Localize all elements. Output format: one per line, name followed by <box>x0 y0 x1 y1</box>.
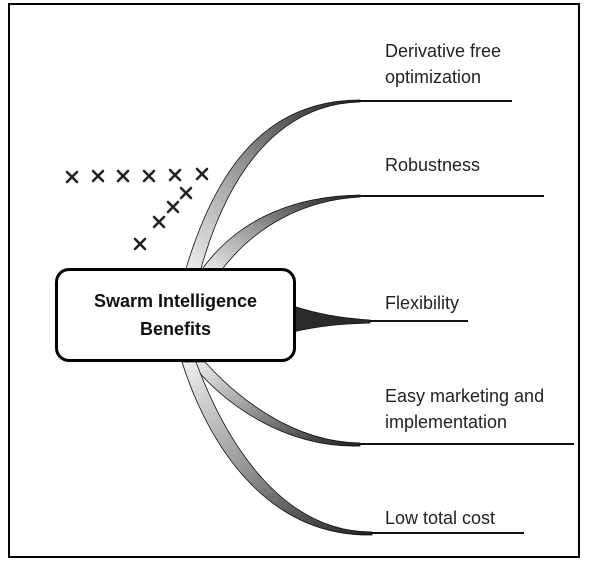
benefit-label-line1: Robustness <box>385 155 481 175</box>
branch-flexibility <box>292 305 468 333</box>
benefit-derivative-free: Derivative free optimization <box>385 38 501 90</box>
benefit-robustness: Robustness <box>385 152 480 178</box>
branch-derivative-free <box>184 99 512 273</box>
branch-easy-marketing <box>189 361 574 447</box>
central-topic-line2: Benefits <box>139 319 211 339</box>
benefit-low-total-cost: Low total cost <box>385 505 495 531</box>
central-topic-box: Swarm Intelligence Benefits <box>55 268 296 362</box>
branch-low-total-cost <box>181 361 524 536</box>
benefit-label-line1: Flexibility <box>385 293 460 313</box>
benefit-flexibility: Flexibility <box>385 290 459 316</box>
benefit-label-line2: implementation <box>385 412 508 432</box>
benefit-label-line2: optimization <box>385 67 482 87</box>
benefit-easy-marketing: Easy marketing and implementation <box>385 383 544 435</box>
central-topic-line1: Swarm Intelligence <box>93 291 258 311</box>
benefit-label-line1: Easy marketing and <box>385 386 545 406</box>
benefit-label-line1: Derivative free <box>385 41 502 61</box>
branch-robustness <box>199 194 544 273</box>
benefit-label-line1: Low total cost <box>385 508 496 528</box>
